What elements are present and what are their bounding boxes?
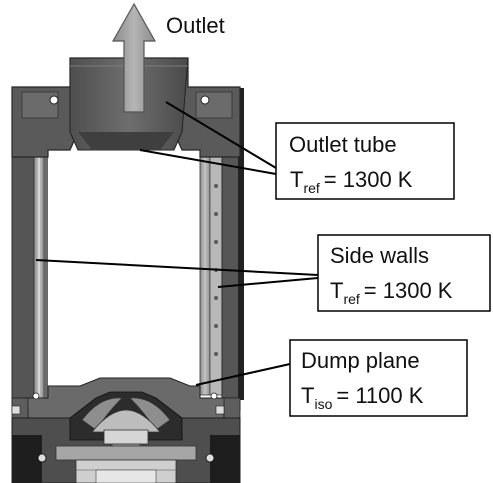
leader-side-walls-1 [35,259,319,276]
bolt-hole-right-icon [200,95,210,105]
callout-dump-plane-box [289,339,468,417]
callout-side-walls-title: Side walls [330,243,429,268]
dump-plane-assembly [11,377,241,483]
callout-side-walls-symbol: T [330,278,343,303]
callout-outlet-tube-subscript: ref [303,180,319,196]
leader-dump-plane [195,363,291,386]
callout-outlet-tube-title: Outlet tube [289,132,397,157]
outlet-label: Outlet [166,13,225,38]
callout-side-walls-value: = 1300 K [364,278,453,303]
callout-outlet-tube: Outlet tube Tref = 1300 K [275,122,455,200]
outlet-arrow-icon [111,2,157,113]
callout-dump-plane: Dump plane Tiso= 1100 K [289,339,468,417]
callout-dump-plane-subscript: iso [314,396,332,412]
callout-side-walls-subscript: ref [343,291,359,307]
callout-outlet-tube-formula: Tref = 1300 K [290,167,413,196]
leader-outlet-tube-2 [139,149,277,175]
callout-side-walls-box [317,234,491,312]
bolt-hole-left-icon [49,95,59,105]
callout-dump-plane-title: Dump plane [301,348,420,373]
callout-dump-plane-value: = 1100 K [336,383,423,408]
leader-outlet-tube-1 [165,101,277,169]
callout-side-walls-formula: Tref = 1300 K [330,278,453,307]
callout-dump-plane-symbol: T [301,383,314,408]
callout-dump-plane-formula: Tiso= 1100 K [301,383,424,412]
leader-lines [35,101,319,386]
callout-outlet-tube-value: = 1300 K [324,167,413,192]
left-wall-assembly [11,86,48,411]
callout-side-walls: Side walls Tref = 1300 K [317,234,491,312]
callout-outlet-tube-symbol: T [290,167,303,192]
leader-side-walls-2 [217,277,319,288]
callout-outlet-tube-box [275,122,455,200]
